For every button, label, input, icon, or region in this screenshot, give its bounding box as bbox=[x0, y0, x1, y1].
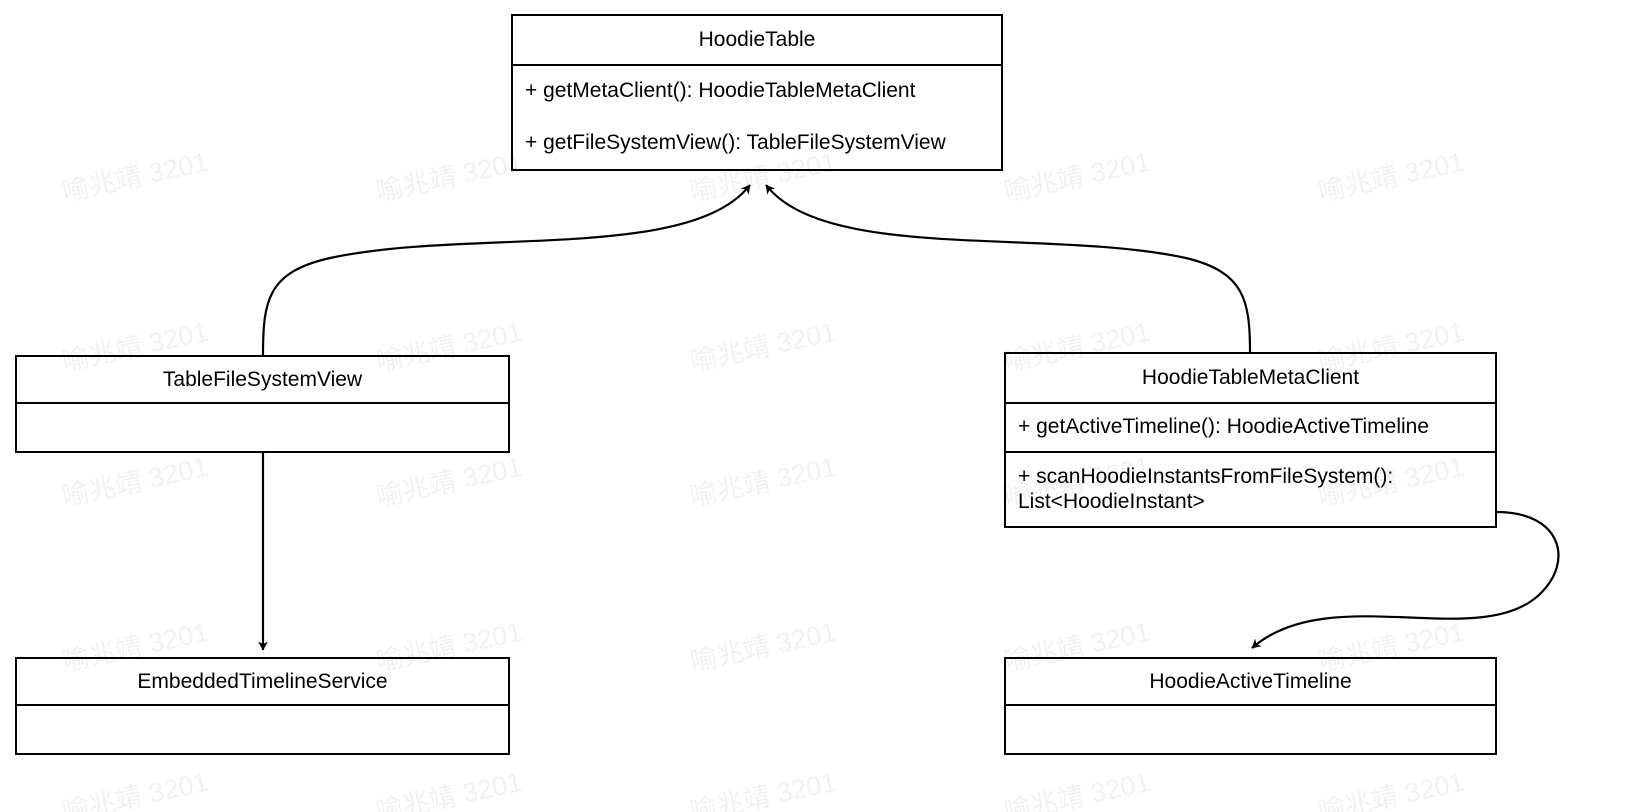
class-name-embedded-timeline-service: EmbeddedTimelineService bbox=[17, 659, 508, 706]
class-methods-embedded-timeline-service bbox=[17, 706, 508, 753]
class-box-hoodie-table-meta-client[interactable]: HoodieTableMetaClient + getActiveTimelin… bbox=[1004, 352, 1497, 528]
class-name-hoodie-table: HoodieTable bbox=[513, 16, 1001, 66]
watermark-text: 喻兆靖 3201 bbox=[373, 766, 525, 812]
class-box-embedded-timeline-service[interactable]: EmbeddedTimelineService bbox=[15, 657, 510, 755]
watermark-text: 喻兆靖 3201 bbox=[687, 766, 839, 812]
class-methods-hoodie-table-meta-client-2: + scanHoodieInstantsFromFileSystem(): Li… bbox=[1006, 453, 1495, 526]
watermark-text: 喻兆靖 3201 bbox=[687, 316, 839, 378]
class-box-hoodie-table[interactable]: HoodieTable + getMetaClient(): HoodieTab… bbox=[511, 14, 1003, 171]
watermark-text: 喻兆靖 3201 bbox=[1001, 766, 1153, 812]
watermark-text: 喻兆靖 3201 bbox=[373, 146, 525, 208]
watermark-text: 喻兆靖 3201 bbox=[1315, 146, 1467, 208]
class-member: + getFileSystemView(): TableFileSystemVi… bbox=[525, 130, 946, 154]
class-methods-hoodie-table-meta-client-1: + getActiveTimeline(): HoodieActiveTimel… bbox=[1006, 404, 1495, 453]
watermark-text: 喻兆靖 3201 bbox=[687, 451, 839, 513]
watermark-text: 喻兆靖 3201 bbox=[59, 766, 211, 812]
edge-metaclient-to-activetimeline bbox=[1251, 510, 1560, 649]
class-name-hoodie-table-meta-client: HoodieTableMetaClient bbox=[1006, 354, 1495, 404]
edge-metaclient-to-hoodietable bbox=[765, 184, 1252, 353]
watermark-text: 喻兆靖 3201 bbox=[1001, 146, 1153, 208]
watermark-text: 喻兆靖 3201 bbox=[373, 451, 525, 513]
class-methods-hoodie-table: + getMetaClient(): HoodieTableMetaClient… bbox=[513, 66, 1001, 169]
class-member: + getMetaClient(): HoodieTableMetaClient bbox=[525, 79, 916, 103]
watermark-text: 喻兆靖 3201 bbox=[1315, 766, 1467, 812]
class-name-hoodie-active-timeline: HoodieActiveTimeline bbox=[1006, 659, 1495, 706]
watermark-text: 喻兆靖 3201 bbox=[59, 451, 211, 513]
class-name-table-file-system-view: TableFileSystemView bbox=[17, 357, 508, 404]
class-box-hoodie-active-timeline[interactable]: HoodieActiveTimeline bbox=[1004, 657, 1497, 755]
class-methods-table-file-system-view bbox=[17, 404, 508, 451]
class-methods-hoodie-active-timeline bbox=[1006, 706, 1495, 753]
watermark-text: 喻兆靖 3201 bbox=[59, 146, 211, 208]
class-box-table-file-system-view[interactable]: TableFileSystemView bbox=[15, 355, 510, 453]
edge-tfsv-to-hoodietable bbox=[261, 184, 751, 356]
watermark-text: 喻兆靖 3201 bbox=[687, 616, 839, 678]
class-member: + scanHoodieInstantsFromFileSystem(): Li… bbox=[1018, 464, 1394, 513]
class-member: + getActiveTimeline(): HoodieActiveTimel… bbox=[1018, 415, 1430, 439]
